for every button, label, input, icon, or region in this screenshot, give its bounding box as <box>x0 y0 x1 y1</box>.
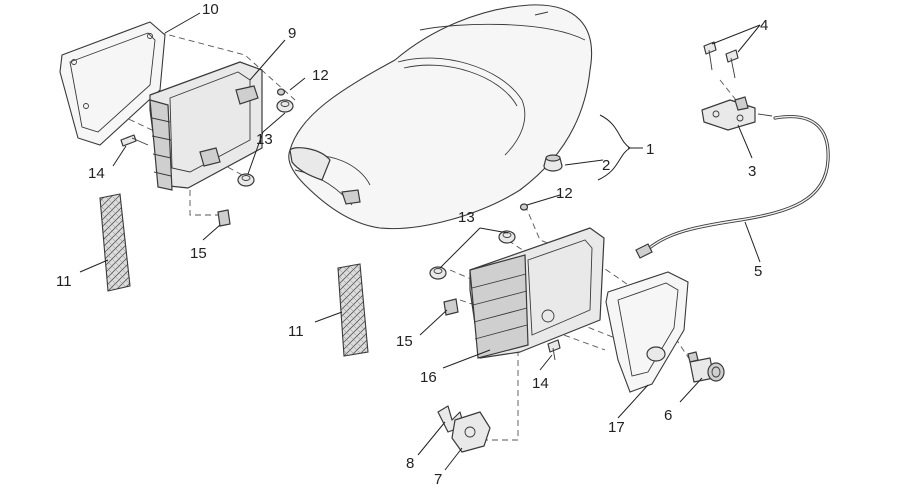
lock-bracket-3 <box>701 96 773 131</box>
leader-lines <box>79 12 761 471</box>
callout-1: 1 <box>646 141 654 158</box>
bracket-9 <box>149 61 263 191</box>
callout-7: 7 <box>434 471 442 488</box>
grommet-13-lower-a <box>498 230 516 244</box>
side-cover-17 <box>605 271 689 393</box>
callout-15-upper: 15 <box>190 245 207 262</box>
cable-5 <box>635 115 830 259</box>
grommet-13-upper-b <box>237 173 255 187</box>
grommet-13-lower-b <box>429 266 447 280</box>
callout-13-upper: 13 <box>256 131 273 148</box>
callout-3: 3 <box>748 163 756 180</box>
callout-11-left: 11 <box>56 273 72 290</box>
seat-1 <box>288 4 593 230</box>
callout-5: 5 <box>754 263 762 280</box>
callout-10: 10 <box>202 1 219 18</box>
callout-4: 4 <box>760 17 768 34</box>
side-cover-10 <box>59 21 166 146</box>
callout-labels: 10 9 12 13 14 15 11 11 1 2 4 3 5 12 13 1… <box>56 1 768 488</box>
callout-6: 6 <box>664 407 672 424</box>
screw-14-upper <box>120 134 149 147</box>
clip-15-lower <box>443 298 459 316</box>
plate-7 <box>451 411 491 453</box>
buffer-2 <box>543 154 563 172</box>
callout-14-upper: 14 <box>88 165 105 182</box>
callout-12-lower: 12 <box>556 185 573 202</box>
callout-8: 8 <box>406 455 414 472</box>
callout-11-middle: 11 <box>288 323 304 340</box>
screw-14-lower <box>547 339 561 361</box>
callout-16: 16 <box>420 369 437 386</box>
screws-4 <box>703 41 739 79</box>
callout-2: 2 <box>602 157 610 174</box>
pad-11-left <box>99 193 131 292</box>
bracket-16 <box>469 227 605 359</box>
grommet-13-upper-a <box>276 99 294 113</box>
grommet-12-upper <box>276 88 286 96</box>
lock-cylinder-6 <box>687 351 725 383</box>
callout-9: 9 <box>288 25 296 42</box>
callout-13-lower: 13 <box>458 209 475 226</box>
callout-14-lower: 14 <box>532 375 549 392</box>
pad-11-middle <box>337 263 369 357</box>
callout-12-upper: 12 <box>312 67 329 84</box>
grommet-12-lower <box>519 203 529 211</box>
callout-15-lower: 15 <box>396 333 413 350</box>
clip-15-upper <box>217 209 231 227</box>
callout-17: 17 <box>608 419 625 436</box>
